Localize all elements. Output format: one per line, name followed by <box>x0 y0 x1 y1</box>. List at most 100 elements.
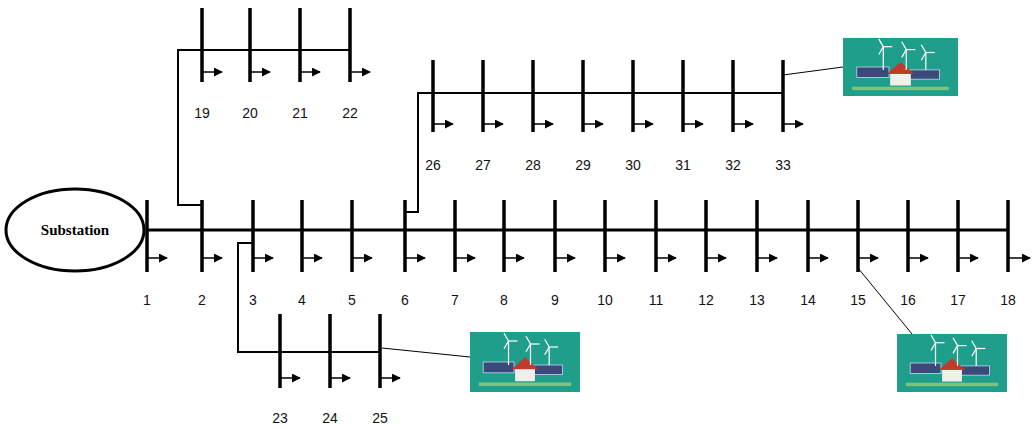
bus-number: 29 <box>575 157 591 173</box>
load-arrow <box>533 123 553 125</box>
renewable-source-icon <box>470 332 580 392</box>
load-arrow <box>202 71 222 73</box>
load-arrow <box>250 71 270 73</box>
bus-number: 16 <box>900 292 916 308</box>
bus-number: 6 <box>401 292 409 308</box>
node-label: Substation <box>41 222 109 239</box>
load-arrow <box>504 257 524 259</box>
lateral-feeder <box>405 93 783 212</box>
bus-bar <box>145 200 149 272</box>
load-arrow <box>350 71 370 73</box>
bus-bar <box>278 314 282 388</box>
bus-bar <box>248 8 252 82</box>
load-arrow <box>202 257 222 259</box>
bus-bar <box>631 60 635 132</box>
bus-number: 28 <box>525 157 541 173</box>
bus-bar <box>298 8 302 82</box>
bus-number: 3 <box>249 292 257 308</box>
bus-number: 21 <box>292 105 308 121</box>
bus-bar <box>350 200 354 272</box>
load-arrow <box>300 71 320 73</box>
bus-bar <box>200 8 204 82</box>
bus-bar <box>531 60 535 132</box>
load-arrow <box>405 257 425 259</box>
bus-bar <box>806 200 810 272</box>
bus-number: 26 <box>425 157 441 173</box>
load-arrow <box>757 257 777 259</box>
load-arrow <box>908 257 928 259</box>
bus-bar <box>731 60 735 132</box>
load-arrow <box>253 257 273 259</box>
bus-number: 14 <box>800 292 816 308</box>
bus-bar <box>581 60 585 132</box>
load-arrow <box>352 257 372 259</box>
bus-number: 12 <box>698 292 714 308</box>
bus-number: 19 <box>194 105 210 121</box>
load-arrow <box>706 257 726 259</box>
substation-circle: Substation <box>4 187 146 273</box>
bus-bar <box>453 200 457 272</box>
load-arrow <box>808 257 828 259</box>
bus-bar <box>328 314 332 388</box>
bus-number: 18 <box>1000 292 1016 308</box>
bus-bar <box>654 200 658 272</box>
bus-number: 24 <box>322 410 338 426</box>
bus-bar <box>348 8 352 82</box>
load-arrow <box>433 123 453 125</box>
load-arrow <box>1008 257 1030 259</box>
main-feeder <box>147 229 1008 232</box>
bus-number: 7 <box>451 292 459 308</box>
bus-bar <box>906 200 910 272</box>
bus-bar <box>200 200 204 272</box>
lateral-feeder <box>178 50 350 205</box>
bus-number: 31 <box>675 157 691 173</box>
bus-bar <box>755 200 759 272</box>
leader-line <box>783 67 843 75</box>
load-arrow <box>683 123 703 125</box>
leader-line <box>382 348 470 357</box>
bus-bar <box>378 314 382 388</box>
load-arrow <box>633 123 653 125</box>
bus-number: 8 <box>500 292 508 308</box>
bus-number: 27 <box>475 157 491 173</box>
bus-number: 32 <box>725 157 741 173</box>
load-arrow <box>483 123 503 125</box>
bus-bar <box>300 200 304 272</box>
bus-bar <box>856 200 860 272</box>
bus-number: 30 <box>625 157 641 173</box>
load-arrow <box>583 123 603 125</box>
bus-bar <box>251 200 255 272</box>
load-arrow <box>733 123 753 125</box>
bus-bar <box>681 60 685 132</box>
bus-bar <box>431 60 435 132</box>
load-arrow <box>783 123 803 125</box>
bus-number: 15 <box>850 292 866 308</box>
load-arrow <box>656 257 676 259</box>
load-arrow <box>455 257 475 259</box>
bus-number: 5 <box>348 292 356 308</box>
load-arrow <box>147 257 167 259</box>
bus-bar <box>781 60 785 132</box>
bus-number: 2 <box>198 292 206 308</box>
bus-bar <box>502 200 506 272</box>
bus-number: 1 <box>143 292 151 308</box>
bus-number: 22 <box>342 105 358 121</box>
bus-number: 33 <box>775 157 791 173</box>
load-arrow <box>555 257 575 259</box>
bus-number: 17 <box>950 292 966 308</box>
bus-number: 23 <box>272 410 288 426</box>
load-arrow <box>380 377 400 379</box>
bus-number: 20 <box>242 105 258 121</box>
bus-bar <box>403 200 407 272</box>
load-arrow <box>302 257 322 259</box>
bus-number: 4 <box>298 292 306 308</box>
load-arrow <box>858 257 878 259</box>
bus-bar <box>704 200 708 272</box>
bus-bar <box>603 200 607 272</box>
load-arrow <box>280 377 300 379</box>
bus-number: 13 <box>749 292 765 308</box>
load-arrow <box>958 257 978 259</box>
bus-number: 11 <box>649 292 664 308</box>
